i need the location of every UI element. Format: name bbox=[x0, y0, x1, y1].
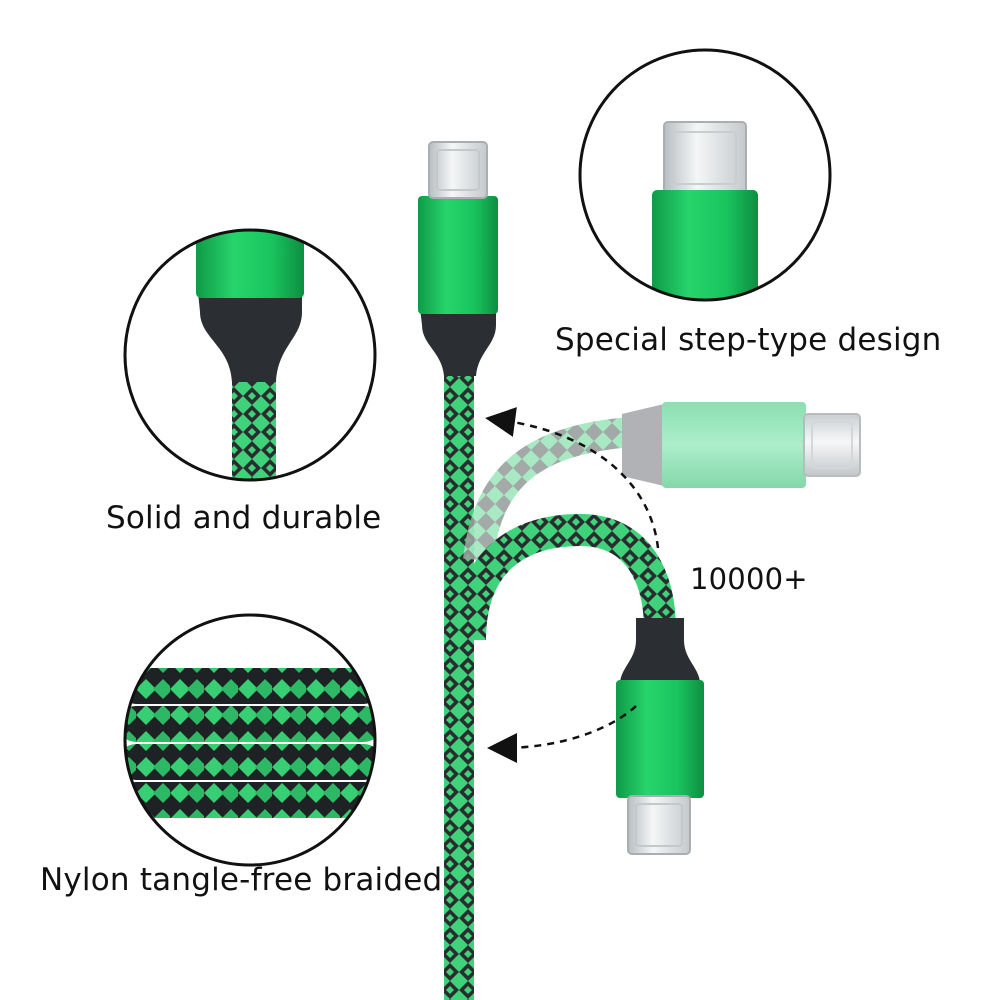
faded-strain-relief bbox=[622, 404, 664, 486]
bent-cable bbox=[454, 513, 704, 855]
caption-nylon-braided: Nylon tangle-free braided bbox=[40, 862, 443, 898]
caption-solid-durable: Solid and durable bbox=[106, 500, 382, 536]
usb-c-plug-icon bbox=[627, 795, 691, 855]
zoom-circle-icon bbox=[123, 613, 377, 867]
main-connector-housing bbox=[418, 196, 498, 314]
caption-bend-count: 10000+ bbox=[690, 562, 808, 596]
zoom-circle-icon bbox=[578, 48, 832, 302]
main-cable bbox=[418, 141, 498, 1000]
caption-step-design: Special step-type design bbox=[555, 322, 942, 358]
usb-c-plug-icon bbox=[428, 141, 488, 199]
bottom-connector-housing bbox=[616, 680, 704, 798]
bottom-strain-relief bbox=[620, 618, 700, 684]
main-strain-relief bbox=[420, 308, 496, 376]
faded-connector-housing bbox=[662, 402, 806, 488]
faded-bent-cable bbox=[463, 402, 861, 562]
main-cable-braid bbox=[444, 370, 474, 1000]
usb-c-plug-icon bbox=[803, 413, 861, 477]
bend-arrow-icon bbox=[485, 407, 660, 763]
zoom-circle-icon bbox=[123, 228, 377, 482]
